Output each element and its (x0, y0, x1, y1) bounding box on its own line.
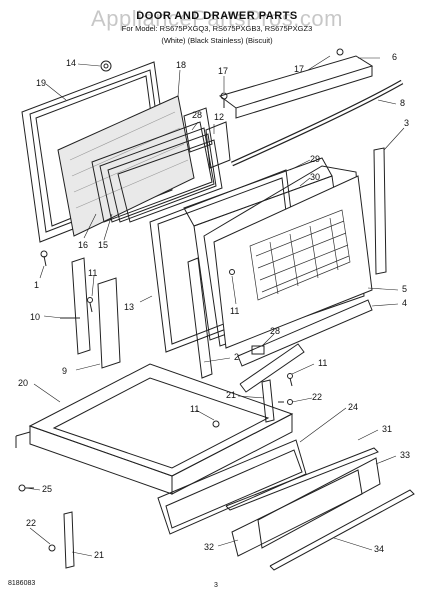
door-hinge-left (71, 257, 91, 355)
callout-32: 32 (204, 542, 215, 552)
callout-16: 16 (78, 240, 89, 250)
callout-11a: 11 (230, 306, 240, 316)
hinge-screw (40, 250, 48, 267)
callout-29: 29 (310, 154, 321, 164)
callout-6: 6 (392, 52, 398, 62)
callout-9: 9 (62, 366, 68, 376)
screw-set (100, 48, 344, 108)
callout-18: 18 (176, 60, 187, 70)
trim-clip (251, 345, 265, 355)
drawer-body (15, 363, 294, 495)
door-window-grid (249, 209, 351, 301)
callout-22b: 22 (26, 518, 37, 528)
callout-15: 15 (98, 240, 109, 250)
callout-1: 1 (34, 280, 40, 290)
drawer-slide-right (261, 379, 275, 423)
part-code: 8186083 (8, 580, 36, 587)
door-outer-panel (213, 175, 373, 349)
callout-11d: 11 (190, 404, 200, 414)
inner-glass-pack (91, 121, 223, 223)
diagram-title: DOOR AND DRAWER PARTS (136, 10, 298, 22)
callout-12: 12 (214, 112, 225, 122)
leader-lines (25, 55, 405, 557)
callout-10: 10 (30, 312, 41, 322)
callout-24: 24 (348, 402, 359, 412)
callout-8: 8 (400, 98, 406, 108)
model-list: For Model: RS675PXGQ3, RS675PXGB3, RS675… (121, 24, 313, 33)
callout-30: 30 (310, 172, 321, 182)
callout-11b: 11 (88, 268, 98, 278)
callout-14: 14 (66, 58, 77, 68)
callout-17b: 17 (294, 64, 305, 74)
callout-25: 25 (42, 484, 53, 494)
drawer-front (157, 439, 307, 535)
callout-4: 4 (402, 298, 408, 308)
hinge-bracket (183, 107, 213, 153)
door-bottom-trim (237, 299, 373, 367)
callout-19: 19 (36, 78, 47, 88)
callout-34: 34 (374, 544, 385, 554)
drawer-glass-panel (257, 457, 381, 549)
color-list: (White) (Black Stainless) (Biscuit) (161, 36, 273, 45)
hinge-channel (187, 257, 213, 379)
callout-20: 20 (18, 378, 29, 388)
drawer-trim-strip (269, 489, 415, 571)
callout-21a: 21 (226, 390, 237, 400)
lower-door-bracket (239, 343, 305, 393)
callout-21b: 21 (94, 550, 105, 560)
glass-retainer (205, 121, 231, 169)
callout-31: 31 (382, 424, 393, 434)
page-number: 3 (214, 582, 218, 589)
callout-28: 28 (192, 110, 203, 120)
hinge-receiver (97, 277, 121, 369)
drawer-slide-left (63, 511, 75, 569)
door-side-trim (373, 147, 387, 275)
callout-11c: 11 (318, 358, 328, 368)
callout-33: 33 (400, 450, 411, 460)
callout-2: 2 (234, 352, 240, 362)
callout-17: 17 (218, 66, 229, 76)
callout-13: 13 (124, 302, 135, 312)
drawer-gasket (225, 447, 379, 511)
screw-set-11 (87, 269, 293, 428)
callout-22a: 22 (312, 392, 323, 402)
callout-28b: 28 (270, 326, 281, 336)
callout-5: 5 (402, 284, 408, 294)
watermark: AppliancePartsPros.com (91, 6, 343, 31)
callout-3: 3 (404, 118, 410, 128)
drawer-inner-panel (231, 469, 363, 557)
